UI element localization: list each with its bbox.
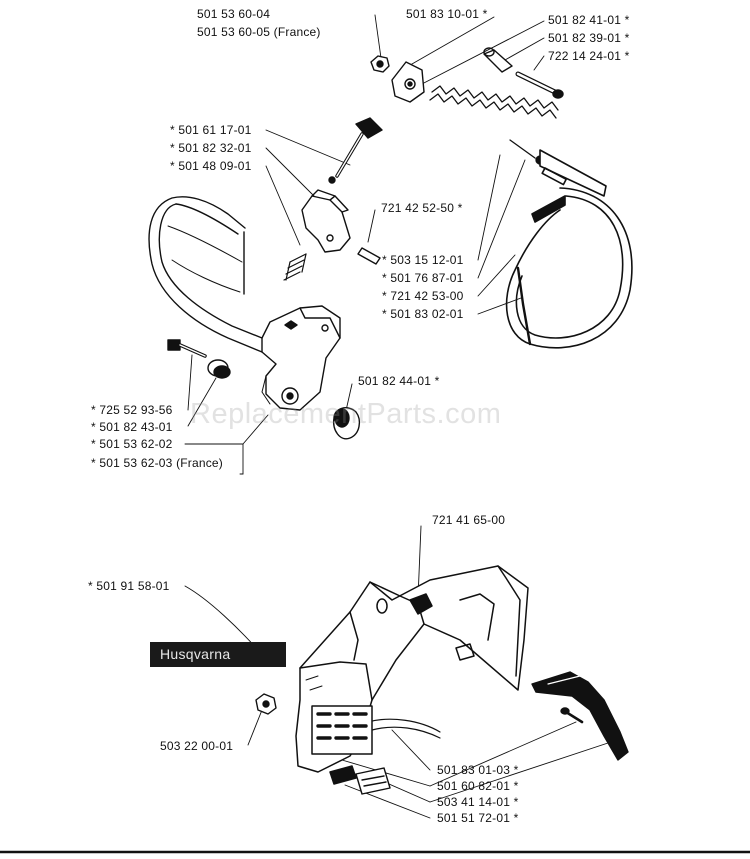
part-label-501-83-10-01: 501 83 10-01 * — [406, 7, 488, 21]
chain-cover-501-91-58-01 — [295, 565, 529, 785]
part-label-501-82-32-01: * 501 82 32-01 — [170, 141, 252, 155]
part-label-501-51-72-01: 501 51 72-01 * — [437, 811, 519, 825]
screw-503-41-14-01 — [560, 707, 584, 724]
part-label-501-53-62-02: * 501 53 62-02 — [91, 437, 173, 451]
part-label-721-41-65-00: 721 41 65-00 — [432, 513, 506, 527]
part-label-721-42-52-50: 721 42 52-50 * — [381, 201, 463, 215]
spring-501-48-09-01 — [283, 253, 307, 281]
part-label-501-82-41-01: 501 82 41-01 * — [548, 13, 630, 27]
part-label-501-83-01-03: 501 83 01-03 * — [437, 763, 519, 777]
part-label-725-52-93-56: * 725 52 93-56 — [91, 403, 173, 417]
lever-501-61-17-01 — [328, 117, 383, 184]
latch-501-82-32-01 — [301, 189, 351, 253]
bolt-722-14-24-01 — [515, 71, 564, 99]
part-label-721-42-53-00: * 721 42 53-00 — [382, 289, 464, 303]
nut-503-22-00-01 — [255, 693, 277, 715]
part-label-503-22-00-01: 503 22 00-01 — [160, 739, 234, 753]
part-label-501-91-58-01: * 501 91 58-01 — [88, 579, 170, 593]
part-label-501-53-60-05: 501 53 60-05 (France) — [197, 25, 321, 39]
spring-503-15-12-01 — [429, 85, 559, 165]
nut-501-83-10-01 — [370, 55, 390, 73]
part-label-501-82-43-01: * 501 82 43-01 — [91, 420, 173, 434]
hand-guard-501-53-62-02 — [148, 196, 341, 411]
part-label-501-53-60-04: 501 53 60-04 — [197, 7, 271, 21]
plate-501-51-72-01 — [355, 767, 391, 795]
part-label-503-41-14-01: 503 41 14-01 * — [437, 795, 519, 809]
part-label-503-15-12-01: * 503 15 12-01 — [382, 253, 464, 267]
part-label-501-48-09-01: * 501 48 09-01 — [170, 159, 252, 173]
bracket-501-82-41-01 — [391, 61, 425, 103]
part-label-501-53-62-03: * 501 53 62-03 (France) — [91, 456, 224, 470]
part-label-501-83-02-01: * 501 83 02-01 — [382, 307, 464, 321]
part-label-501-76-87-01: * 501 76 87-01 — [382, 271, 464, 285]
watermark-text: ReplacementParts.com — [190, 398, 502, 430]
knob-501-82-44-01 — [333, 407, 361, 440]
part-label-722-14-24-01: 722 14 24-01 * — [548, 49, 630, 63]
part-label-501-82-39-01: 501 82 39-01 * — [548, 31, 630, 45]
chain-catcher-501-60-82-01 — [531, 671, 629, 761]
part-label-501-82-44-01: 501 82 44-01 * — [358, 374, 440, 388]
screw-725-52-93-56 — [167, 339, 207, 358]
sleeve-501-82-39-01 — [483, 47, 513, 73]
washer-501-82-43-01 — [207, 359, 231, 379]
brake-band-501-83-02-01 — [505, 149, 633, 349]
part-label-501-61-17-01: * 501 61 17-01 — [170, 123, 252, 137]
brand-label: Husqvarna — [150, 642, 286, 667]
pin-721-42-52-50 — [357, 247, 381, 265]
leader-lines-bottom — [184, 525, 615, 819]
part-label-501-60-82-01: 501 60 82-01 * — [437, 779, 519, 793]
